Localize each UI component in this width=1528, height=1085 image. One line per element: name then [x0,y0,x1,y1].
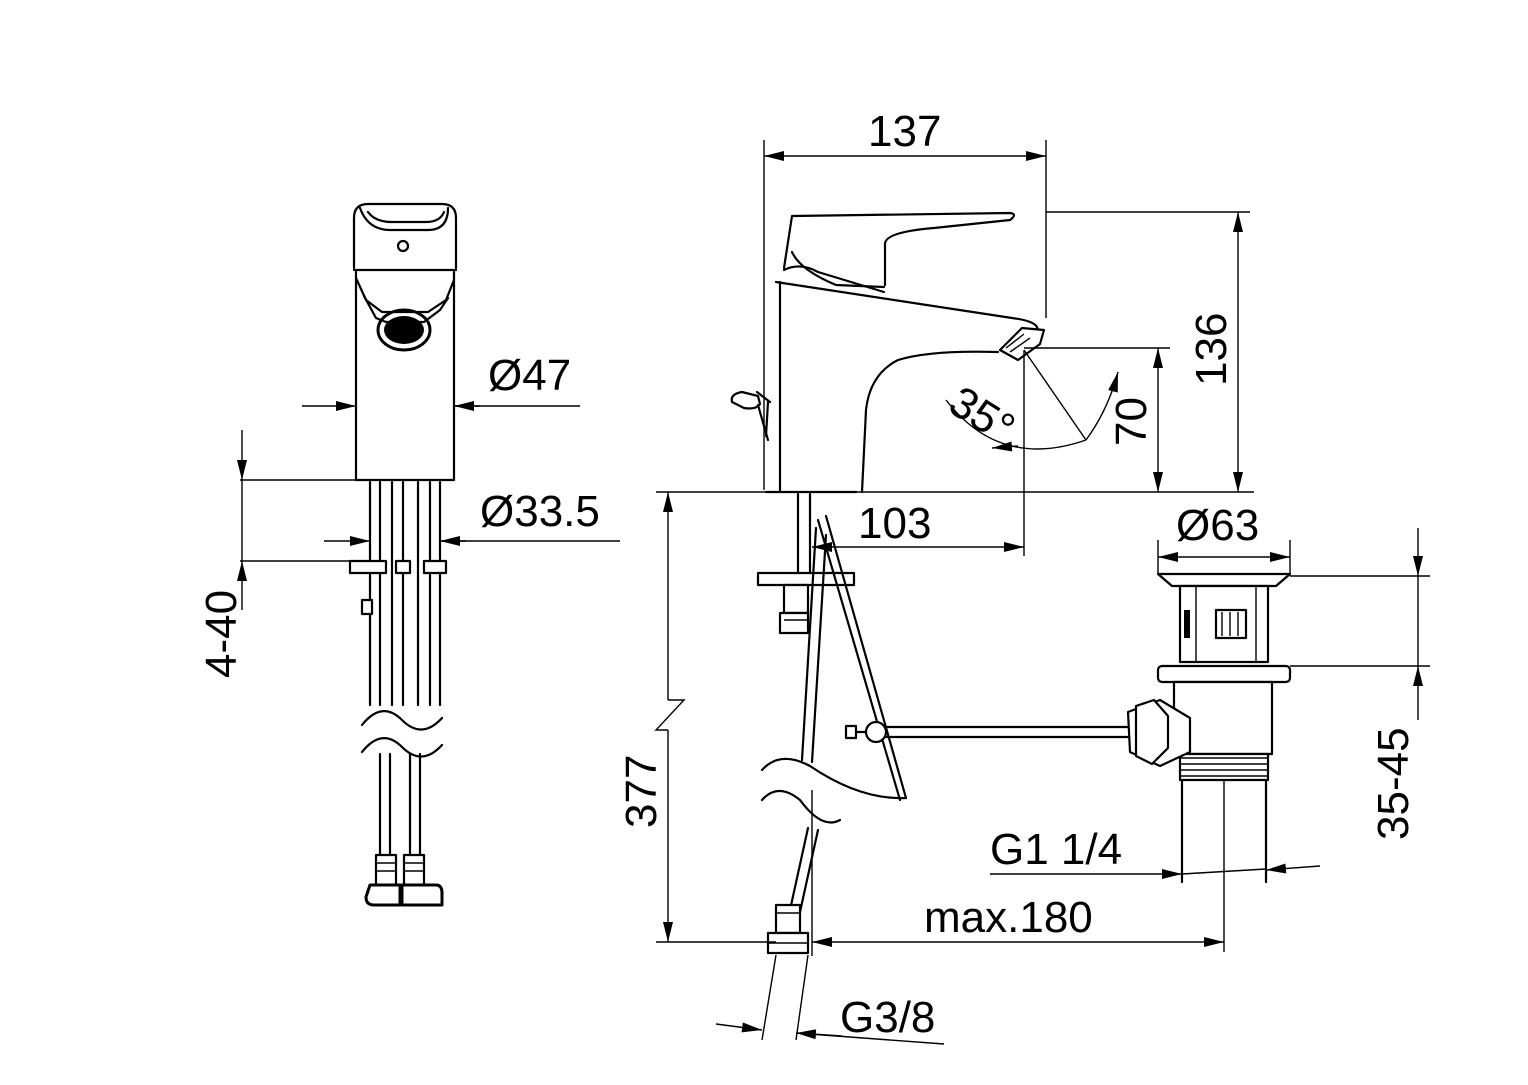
dim-width-137: 137 [868,107,941,156]
dim-thread-g3-8: G3/8 [840,993,935,1042]
dim-max-180: max.180 [924,893,1093,942]
dim-range-4-40: 4-40 [197,590,246,678]
dim-length-377: 377 [617,755,666,828]
front-view-dimensions: Ø47 Ø33.5 4-40 [197,351,620,678]
dim-height-70: 70 [1107,397,1156,446]
dim-height-136: 136 [1187,313,1236,386]
front-view-faucet [348,202,458,907]
dim-diameter-33-5: Ø33.5 [480,487,600,536]
dim-angle-35: 35° [941,377,1023,454]
dim-thread-g1-1-4: G1 1/4 [990,825,1122,874]
side-view-dimensions: 137 136 70 35° 103 Ø63 35-45 [617,107,1430,1045]
dim-diameter-47: Ø47 [488,351,571,400]
dim-reach-103: 103 [858,499,931,548]
dim-diameter-63: Ø63 [1176,501,1259,550]
dim-range-35-45: 35-45 [1369,727,1418,840]
waste-drain [1126,572,1292,952]
